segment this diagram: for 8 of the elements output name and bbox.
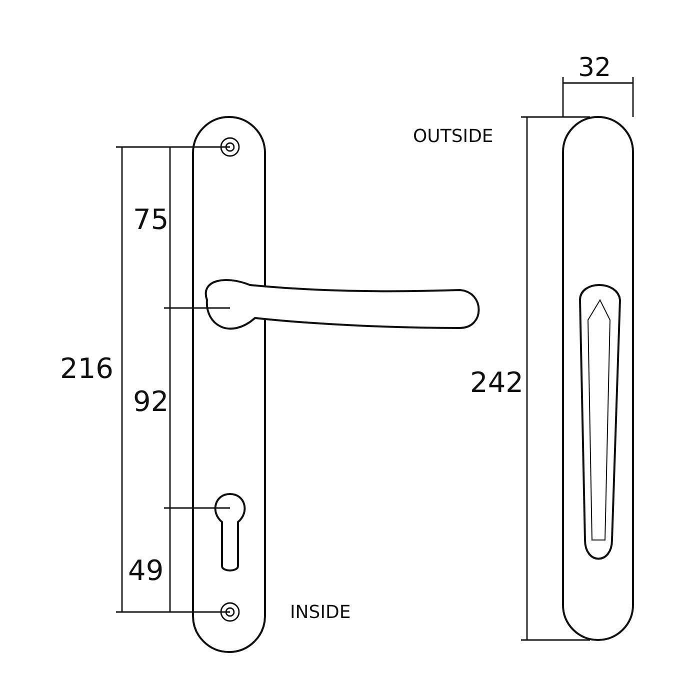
dimension-label: 75 (133, 206, 169, 234)
dimension-label: 92 (133, 388, 169, 416)
dimension-label: 216 (60, 355, 114, 383)
view-label: OUTSIDE (413, 128, 494, 146)
dimension-label: 32 (578, 55, 612, 81)
dimension-label: 49 (128, 557, 164, 585)
view-label: INSIDE (290, 604, 351, 622)
dimension-label: 242 (470, 369, 524, 397)
